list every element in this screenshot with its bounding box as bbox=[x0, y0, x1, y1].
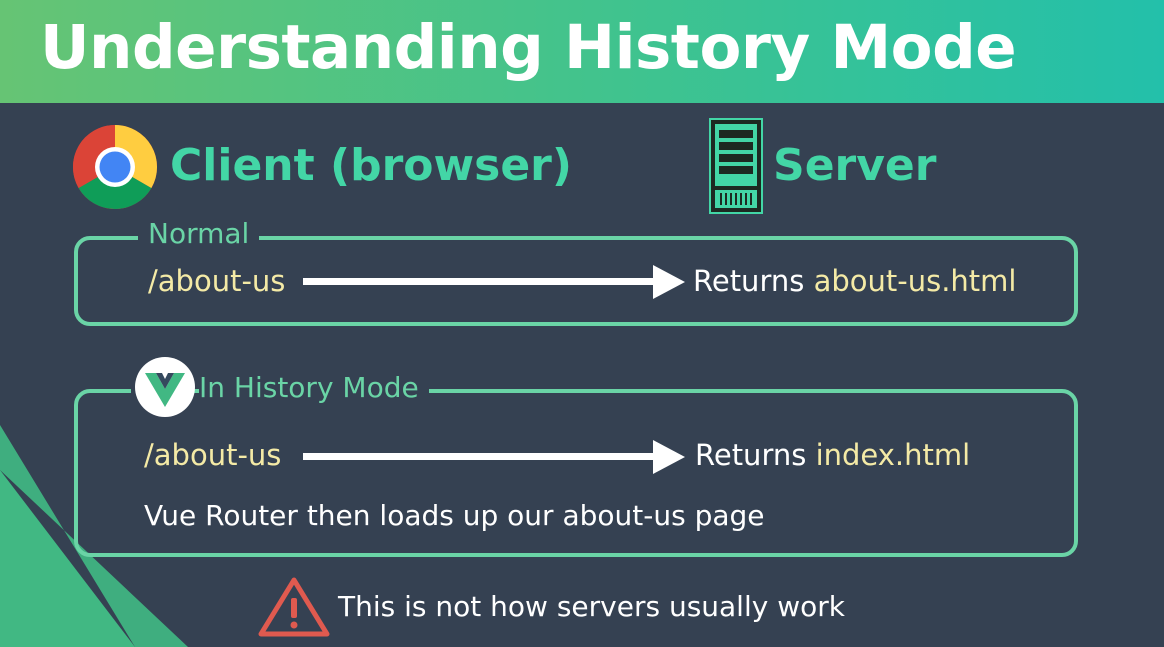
client-label: Client (browser) bbox=[170, 140, 572, 191]
history-response-prefix: Returns bbox=[695, 438, 816, 472]
normal-label: Normal bbox=[138, 217, 260, 250]
normal-arrow bbox=[303, 265, 685, 299]
normal-box bbox=[74, 236, 1078, 326]
history-arrow bbox=[303, 440, 685, 474]
history-note: Vue Router then loads up our about-us pa… bbox=[144, 499, 765, 532]
history-response: Returns index.html bbox=[695, 438, 970, 472]
server-label: Server bbox=[773, 140, 937, 191]
title-banner: Understanding History Mode bbox=[0, 0, 1164, 103]
server-icon bbox=[709, 118, 763, 214]
normal-response-prefix: Returns bbox=[693, 264, 814, 298]
warning-icon bbox=[258, 577, 330, 637]
history-request-path: /about-us bbox=[144, 438, 282, 472]
page-title: Understanding History Mode bbox=[40, 12, 1017, 83]
history-label: In History Mode bbox=[199, 371, 429, 404]
chrome-icon bbox=[72, 124, 158, 210]
history-box bbox=[74, 389, 1078, 557]
normal-request-path: /about-us bbox=[148, 264, 286, 298]
history-response-file: index.html bbox=[815, 438, 971, 472]
vue-logo-icon bbox=[135, 357, 195, 417]
warning-text: This is not how servers usually work bbox=[338, 590, 845, 623]
normal-response-file: about-us.html bbox=[813, 264, 1017, 298]
normal-response: Returns about-us.html bbox=[693, 264, 1016, 298]
